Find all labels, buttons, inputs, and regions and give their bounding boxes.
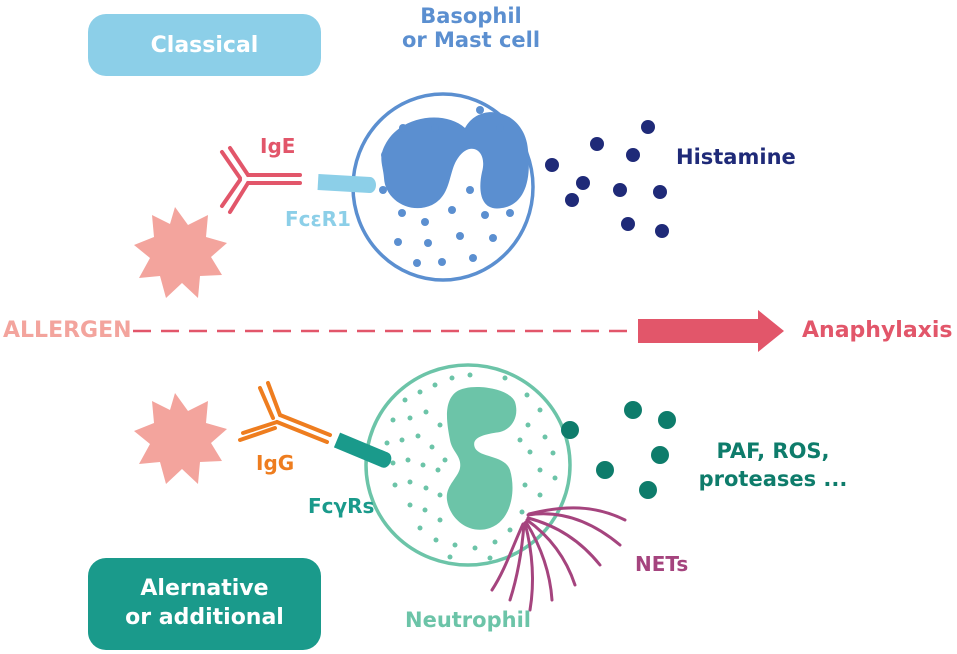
histamine-label: Histamine <box>676 145 796 169</box>
alternative-pathway-label-line2: or additional <box>125 605 284 630</box>
basophil-cell <box>351 92 535 282</box>
alternative-pathway-label-line1: Alernative <box>140 576 269 602</box>
basophil-granules <box>379 106 514 267</box>
fcgr-receptor <box>333 432 392 468</box>
basophil-title-line1: Basophil <box>420 4 522 28</box>
allergen-top-icon <box>134 207 227 298</box>
anaphylaxis-label: Anaphylaxis <box>802 318 953 343</box>
neutrophil-cell <box>364 363 572 567</box>
histamine-granules <box>545 120 669 238</box>
igg-label: IgG <box>256 451 295 475</box>
allergen-label: ALLERGEN <box>3 318 132 343</box>
ige-label: IgE <box>260 134 296 158</box>
nets-label: NETs <box>635 552 689 576</box>
igg-antibody-icon <box>238 381 332 444</box>
classical-pathway-badge: Classical <box>88 14 321 76</box>
fcer1-receptor <box>317 174 376 193</box>
basophil-title: Basophil or Mast cell <box>386 4 556 52</box>
fcer1-label: FcεR1 <box>285 207 351 231</box>
basophil-title-line2: or Mast cell <box>401 28 541 53</box>
nets-icon <box>490 506 627 612</box>
mediators-label-line2: proteases ... <box>698 467 848 492</box>
mediator-granules <box>561 401 676 499</box>
neutrophil-nucleus <box>446 387 517 530</box>
basophil-nucleus <box>381 112 529 209</box>
mediators-label-line1: PAF, ROS, <box>716 439 830 463</box>
allergen-bottom-icon <box>134 393 227 484</box>
neutrophil-granules <box>384 372 558 561</box>
arrow-right-icon <box>638 310 784 352</box>
ige-antibody-icon <box>220 146 302 214</box>
fcgr-label: FcγRs <box>308 494 375 518</box>
neutrophil-label: Neutrophil <box>405 608 531 632</box>
classical-pathway-label: Classical <box>150 32 259 58</box>
alternative-pathway-badge: Alernative or additional <box>88 558 321 650</box>
mediators-label: PAF, ROS, proteases ... <box>688 437 858 494</box>
